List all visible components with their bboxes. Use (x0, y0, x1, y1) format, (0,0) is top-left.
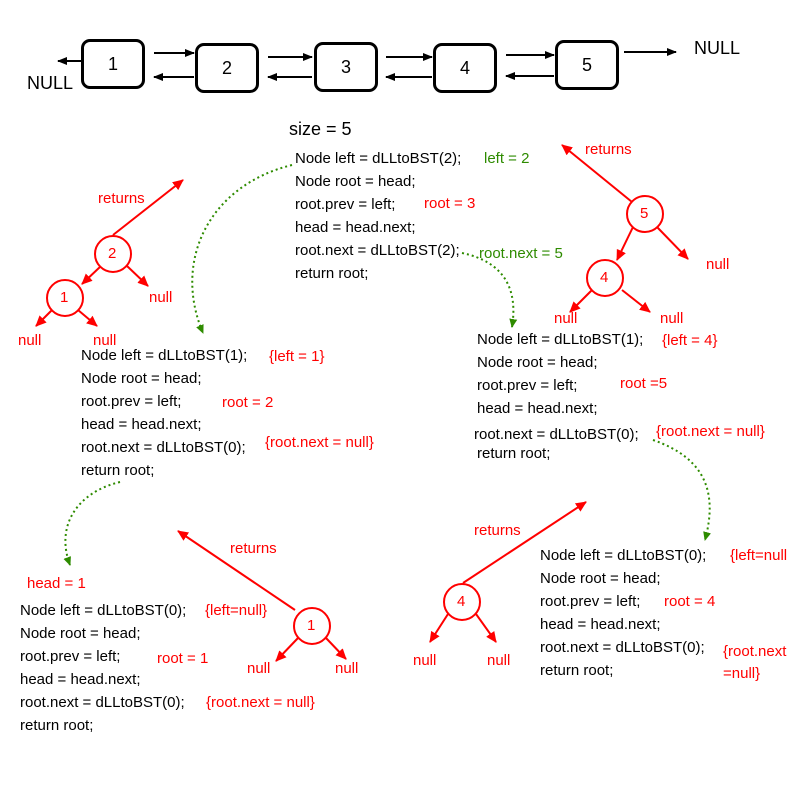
annotation-left: left = 2 (484, 150, 530, 167)
code-line: Node root = head; (477, 354, 598, 371)
code-line: Node left = dLLtoBST(0); (540, 547, 707, 564)
tree-node-label: 2 (108, 245, 117, 262)
tree-node-label: 4 (600, 269, 609, 286)
tree-node-circle (94, 235, 132, 273)
trees (35, 144, 689, 662)
annotation-root: root = 4 (664, 593, 716, 610)
code-line: Node left = dLLtoBST(0); (20, 602, 187, 619)
code-line: head = head.next; (295, 219, 416, 236)
upper-right-returns-arrow (561, 144, 633, 203)
code-line: Node root = head; (295, 173, 416, 190)
bottom-right-returns-arrow (462, 501, 587, 584)
tree-node-label: 4 (457, 593, 466, 610)
size-label: size = 5 (289, 119, 352, 139)
null-label: null (554, 310, 578, 327)
list-node-5: 5 (555, 40, 619, 90)
list-links (57, 48, 677, 81)
code-line: head = head.next; (20, 671, 141, 688)
null-label: null (660, 310, 684, 327)
null-label: null (706, 256, 730, 273)
annotation-left: {left=null (730, 547, 788, 564)
code-line: return root; (295, 265, 369, 282)
tree-node-circle (293, 607, 331, 645)
code-line: Node root = head; (540, 570, 661, 587)
code-line: root.next = dLLtoBST(2); (295, 242, 460, 259)
tree-node-circle (46, 279, 84, 317)
flow-arrow-top-to-left (191, 164, 293, 334)
code-line: root.prev = left; (540, 593, 641, 610)
code-line: root.next = dLLtoBST(0); (81, 439, 246, 456)
null-label: null (93, 332, 117, 349)
code-line: return root; (540, 662, 614, 679)
code-line: Node left = dLLtoBST(1); (477, 331, 644, 348)
code-line: return root; (20, 717, 94, 734)
null-right-label: NULL (694, 38, 741, 58)
annotation-next: {root.next = null} (206, 694, 315, 711)
annotation-root: root =5 (620, 375, 668, 392)
head-note: head = 1 (27, 575, 86, 592)
annotation-next: {root.next = null} (265, 434, 374, 451)
null-left-label: NULL (27, 73, 74, 93)
annotation-root: root = 2 (222, 394, 274, 411)
code-line: Node root = head; (20, 625, 141, 642)
list-node-3: 3 (314, 42, 378, 92)
annotation-root: root = 1 (157, 650, 209, 667)
annotation-next-line1: {root.next (723, 643, 787, 660)
tree-node-circle (443, 583, 481, 621)
annotation-left: {left=null} (205, 602, 268, 619)
null-label: null (335, 660, 359, 677)
flow-arrow-top-to-right (461, 252, 518, 328)
flow-arrow-right-to-bottom (652, 439, 711, 541)
tree-node-circle (626, 195, 664, 233)
annotation-left: {left = 4} (662, 332, 718, 349)
code-line: root.prev = left; (295, 196, 396, 213)
flow-arrow-left-to-bottom (63, 481, 121, 566)
tree-node-label: 1 (60, 289, 69, 306)
code-line: Node left = dLLtoBST(2); (295, 150, 462, 167)
bottom-left-returns-arrow (177, 530, 296, 611)
code-line: root.prev = left; (477, 377, 578, 394)
code-line: head = head.next; (81, 416, 202, 433)
flow-arrows (63, 164, 711, 566)
code-line: Node root = head; (81, 370, 202, 387)
annotation-next: {root.next = null} (656, 423, 765, 440)
code-line: root.next = dLLtoBST(0); (20, 694, 185, 711)
list-node-4: 4 (433, 43, 497, 93)
annotation-root: root = 3 (424, 195, 476, 212)
code-line: head = head.next; (477, 400, 598, 417)
null-label: null (487, 652, 511, 669)
null-label: null (413, 652, 437, 669)
code-line: root.next = dLLtoBST(0); (474, 426, 639, 443)
null-label: null (149, 289, 173, 306)
tree-node-circle (586, 259, 624, 297)
returns-label: returns (585, 141, 632, 158)
tree-node-label: 5 (640, 205, 649, 222)
annotation-next: root.next = 5 (479, 245, 563, 262)
code-line: root.prev = left; (20, 648, 121, 665)
returns-label: returns (98, 190, 145, 207)
upper-left-returns-arrow (112, 179, 184, 236)
code-line: return root; (477, 445, 551, 462)
annotation-next-line2: =null} (723, 665, 761, 682)
tree-node-label: 1 (307, 617, 316, 634)
code-line: Node left = dLLtoBST(1); (81, 347, 248, 364)
returns-label: returns (474, 522, 521, 539)
list-node-2: 2 (195, 43, 259, 93)
null-label: null (247, 660, 271, 677)
code-line: return root; (81, 462, 155, 479)
list-node-1: 1 (81, 39, 145, 89)
code-line: root.prev = left; (81, 393, 182, 410)
null-label: null (18, 332, 42, 349)
annotation-left: {left = 1} (269, 348, 325, 365)
code-line: head = head.next; (540, 616, 661, 633)
returns-label: returns (230, 540, 277, 557)
code-line: root.next = dLLtoBST(0); (540, 639, 705, 656)
